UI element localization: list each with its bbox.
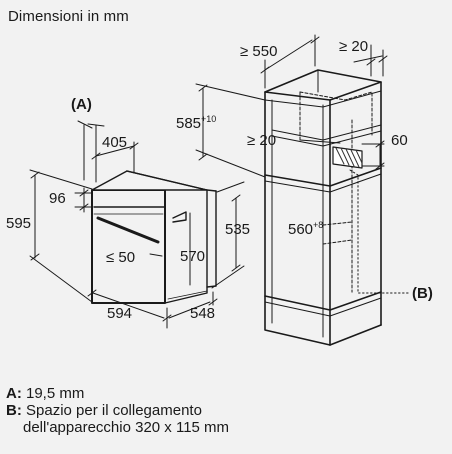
a-marker-label: (A) <box>71 96 92 113</box>
dim-585-value: 585 <box>176 115 201 132</box>
dim-20-top: ≥ 20 <box>339 38 368 55</box>
dim-550: ≥ 550 <box>240 43 277 60</box>
dim-560: 560+8 <box>288 220 323 238</box>
legend-a-key: A: <box>6 385 22 402</box>
dimension-labels: (A) 405 96 595 ≤ 50 570 535 594 548 ≥ 55… <box>6 38 433 322</box>
dim-96: 96 <box>49 190 66 207</box>
legend-b-key: B: <box>6 402 22 419</box>
dim-60: 60 <box>391 132 408 149</box>
b-leader <box>349 169 411 294</box>
cabinet-drawing <box>264 69 382 346</box>
dim-535: 535 <box>225 221 250 238</box>
dim-20-mid: ≥ 20 <box>247 132 276 149</box>
dim-585-tolerance: +10 <box>201 114 216 124</box>
dim-560-value: 560 <box>288 221 313 238</box>
legend: A: 19,5 mm B: Spazio per il collegamento… <box>6 385 229 436</box>
dimension-ticks <box>30 36 388 322</box>
niche-outline <box>299 91 373 293</box>
legend-a-text: 19,5 mm <box>26 385 85 402</box>
dim-50: ≤ 50 <box>106 249 135 266</box>
legend-b: B: Spazio per il collegamento <box>6 402 229 419</box>
legend-b-text-line1: Spazio per il collegamento <box>26 402 202 419</box>
connection-space <box>332 146 363 169</box>
legend-a: A: 19,5 mm <box>6 385 229 402</box>
dim-585: 585+10 <box>176 114 216 132</box>
dim-570: 570 <box>180 248 205 265</box>
b-marker-label: (B) <box>412 285 433 302</box>
dim-548: 548 <box>190 305 215 322</box>
dim-405: 405 <box>102 134 127 151</box>
dim-594: 594 <box>107 305 132 322</box>
oven-drawing <box>91 170 217 304</box>
dim-595: 595 <box>6 215 31 232</box>
dim-560-tolerance: +8 <box>313 220 323 230</box>
oven-dimension-lines <box>29 120 245 329</box>
cabinet-dimension-lines <box>195 34 385 331</box>
legend-b-line2: dell'apparecchio 320 x 115 mm <box>6 419 229 436</box>
drawing-title: Dimensioni in mm <box>8 8 129 25</box>
legend-b-text-line2: dell'apparecchio 320 x 115 mm <box>23 419 230 436</box>
